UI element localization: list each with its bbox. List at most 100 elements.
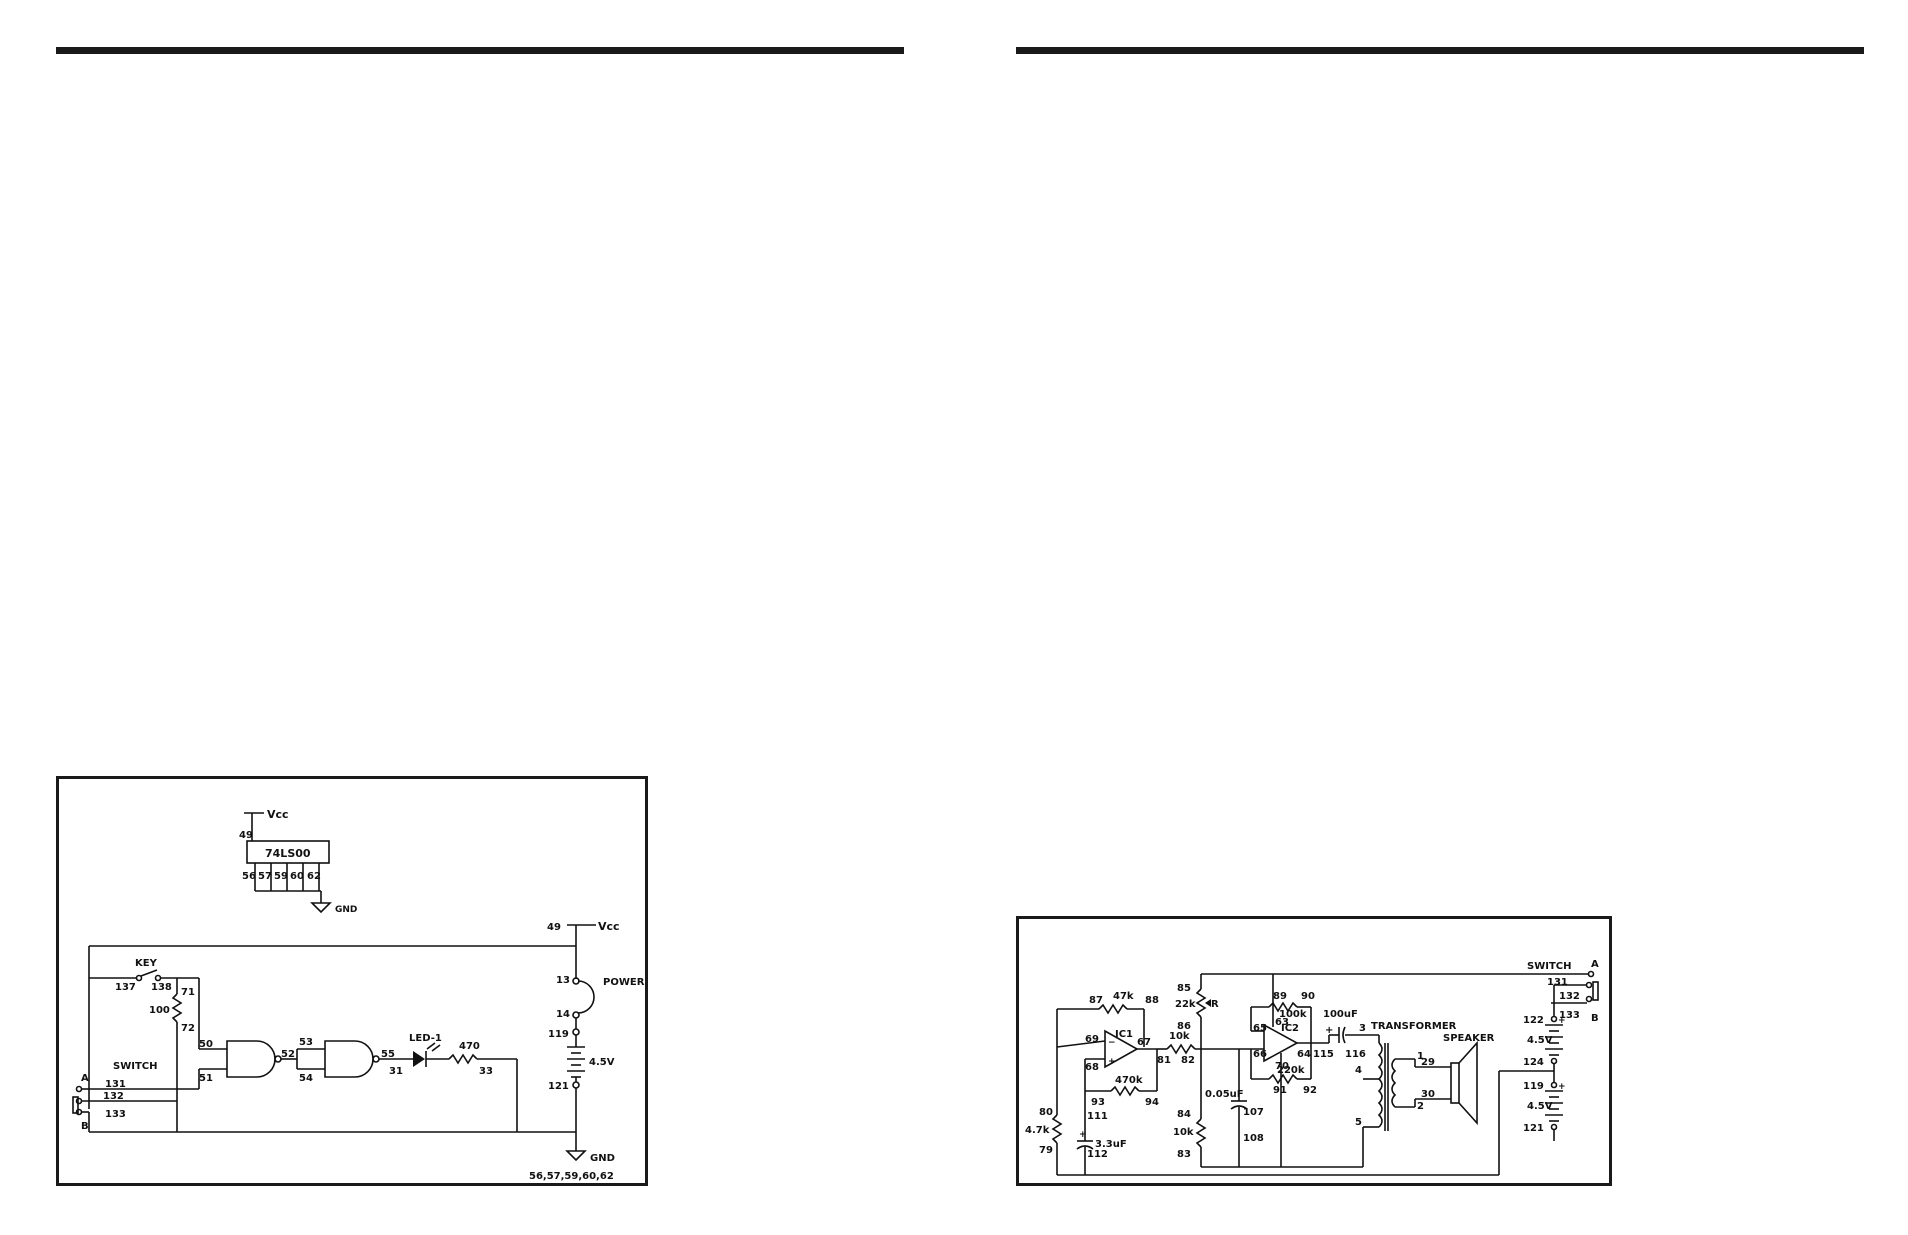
r470-pin: 33 xyxy=(479,1066,493,1077)
gate2-pin: 53 xyxy=(299,1037,313,1048)
schematic-left: Vcc 49 74LS00 GND 56 57 59 60 62 49 Vcc … xyxy=(72,808,645,1182)
switch-pin: 131 xyxy=(1547,977,1568,988)
c005-value: 0.05uF xyxy=(1205,1089,1244,1100)
r220k-pin: 91 xyxy=(1273,1085,1287,1096)
r100k-pin: 89 xyxy=(1273,991,1287,1002)
top-rule-right xyxy=(1016,47,1864,54)
r47-value: 4.7k xyxy=(1025,1125,1050,1136)
r10k-a-pin: 82 xyxy=(1181,1055,1195,1066)
ic1-pin: 68 xyxy=(1085,1062,1099,1073)
battery-pin: 121 xyxy=(548,1081,569,1092)
transformer-pin: 2 xyxy=(1417,1101,1424,1112)
schematic-panel-right: SWITCH A 131 132 133 B 87 47k 88 IC1 69 … xyxy=(1016,916,1612,1186)
switch-b: B xyxy=(1591,1013,1599,1024)
battery-pin: 119 xyxy=(548,1029,569,1040)
chip-pin: 62 xyxy=(307,871,321,882)
chip-pin: 56 xyxy=(242,871,256,882)
label-vcc-main: Vcc xyxy=(598,920,620,933)
c005-pin: 108 xyxy=(1243,1133,1264,1144)
power-pin: 13 xyxy=(556,975,570,986)
ic1-pin: 69 xyxy=(1085,1034,1099,1045)
r100-value: 100 xyxy=(149,1005,170,1016)
ic2-pin: 70 xyxy=(1275,1061,1289,1072)
chip-pin: 60 xyxy=(290,871,304,882)
switch-b: B xyxy=(81,1121,89,1132)
c100-value: 100uF xyxy=(1323,1009,1358,1020)
switch-pin: 133 xyxy=(1559,1010,1580,1021)
chip-pin: 57 xyxy=(258,871,272,882)
svg-text:−: − xyxy=(1108,1038,1116,1048)
ic2-pin: 66 xyxy=(1253,1049,1267,1060)
battery-value: 4.5V xyxy=(589,1057,615,1068)
gate1-pin: 51 xyxy=(199,1073,213,1084)
transformer-pin: 4 xyxy=(1355,1065,1362,1076)
svg-text:+: + xyxy=(1079,1130,1087,1140)
r10k-b-value: 10k xyxy=(1173,1127,1194,1138)
speaker-icon xyxy=(1450,1040,1478,1126)
r100k-value: 100k xyxy=(1279,1009,1307,1020)
label-ic2: IC2 xyxy=(1281,1023,1299,1034)
transformer-pin: 5 xyxy=(1355,1117,1362,1128)
label-vcc-top: Vcc xyxy=(267,808,289,821)
chip-pin: 59 xyxy=(274,871,288,882)
ic1-pin: 67 xyxy=(1137,1037,1151,1048)
r470k-pin: 94 xyxy=(1145,1097,1159,1108)
bat1-pin: 124 xyxy=(1523,1057,1544,1068)
label-speaker: SPEAKER xyxy=(1443,1033,1495,1044)
r220k-value: 220k xyxy=(1277,1065,1305,1076)
switch-pin: 131 xyxy=(105,1079,126,1090)
bat2-value: 4.5V xyxy=(1527,1101,1553,1112)
switch-a: A xyxy=(1591,959,1599,970)
pot-pin: 85 xyxy=(1177,983,1191,994)
r10k-a-pin: 81 xyxy=(1157,1055,1171,1066)
r47-pin: 80 xyxy=(1039,1107,1053,1118)
label-transformer: TRANSFORMER xyxy=(1371,1021,1457,1032)
key-pin: 138 xyxy=(151,982,172,993)
bat2-pin: 121 xyxy=(1523,1123,1544,1134)
svg-text:+: + xyxy=(1325,1025,1333,1036)
transformer-pin: 1 xyxy=(1417,1051,1424,1062)
top-rule-left xyxy=(56,47,904,54)
c100-pin: 3 xyxy=(1359,1023,1366,1034)
gate1-pin: 50 xyxy=(199,1039,213,1050)
switch-pin: 132 xyxy=(103,1091,124,1102)
pot-value: 22k xyxy=(1175,999,1196,1010)
label-power: POWER xyxy=(603,977,645,988)
r47k-pin: 87 xyxy=(1089,995,1103,1006)
key-pin: 137 xyxy=(115,982,136,993)
switch-pin: 133 xyxy=(105,1109,126,1120)
r47k-value: 47k xyxy=(1113,991,1134,1002)
pot-pin: 86 xyxy=(1177,1021,1191,1032)
label-gnd: GND xyxy=(590,1153,615,1164)
bat1-pin: 122 xyxy=(1523,1015,1544,1026)
label-key: KEY xyxy=(135,958,158,969)
r470-value: 470 xyxy=(459,1041,480,1052)
svg-text:+: + xyxy=(1108,1057,1116,1067)
r100k-pin: 90 xyxy=(1301,991,1315,1002)
switch-pin: 132 xyxy=(1559,991,1580,1002)
speaker-pin: 29 xyxy=(1421,1057,1435,1068)
gnd-pins: 56,57,59,60,62 xyxy=(529,1171,614,1182)
svg-text:+: + xyxy=(1558,1016,1566,1026)
speaker-pin: 30 xyxy=(1421,1089,1435,1100)
c33-pin: 111 xyxy=(1087,1111,1108,1122)
gate1-pin: 52 xyxy=(281,1049,295,1060)
power-pin: 14 xyxy=(556,1009,570,1020)
schematic-panel-left: Vcc 49 74LS00 GND 56 57 59 60 62 49 Vcc … xyxy=(56,776,648,1186)
r10k-a-value: 10k xyxy=(1169,1031,1190,1042)
label-switch: SWITCH xyxy=(1527,961,1571,972)
ic2-pin: 64 xyxy=(1297,1049,1311,1060)
label-gnd-top: GND xyxy=(335,905,357,915)
switch-a: A xyxy=(81,1073,89,1084)
chip-name: 74LS00 xyxy=(265,847,311,860)
r100-pin: 71 xyxy=(181,987,195,998)
bat2-pin: 119 xyxy=(1523,1081,1544,1092)
r470k-value: 470k xyxy=(1115,1075,1143,1086)
gate2-pin: 54 xyxy=(299,1073,313,1084)
c100-pin: 116 xyxy=(1345,1049,1366,1060)
pin-49-main: 49 xyxy=(547,922,561,933)
label-ic1: IC1 xyxy=(1115,1029,1133,1040)
ic2-pin: 63 xyxy=(1275,1017,1289,1028)
r100-pin: 72 xyxy=(181,1023,195,1034)
label-led: LED-1 xyxy=(409,1033,442,1044)
